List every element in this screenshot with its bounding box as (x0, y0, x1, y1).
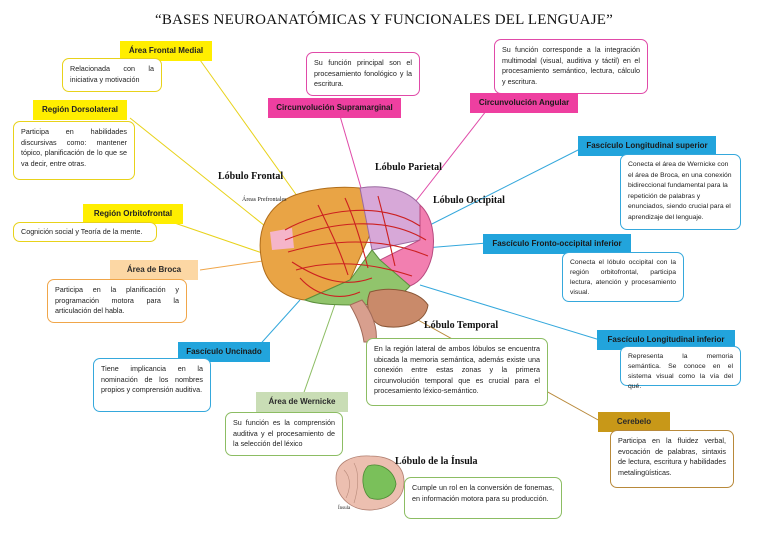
insula-brain (335, 455, 405, 511)
connector-wernicke (301, 289, 341, 399)
label-insula-small: Ínsula (338, 506, 351, 511)
label-cerebelo: Cerebelo (598, 412, 670, 432)
box-area-de-wernicke: Su función es la comprensión auditiva y … (225, 412, 343, 456)
brainstem (349, 299, 377, 343)
box-fasciculo-longitudinal-superior: Conecta el área de Wernicke con el área … (620, 154, 741, 230)
connector-angular (404, 105, 491, 216)
connector-dorsolateral (129, 117, 271, 231)
connector-frontal-medial (199, 59, 301, 201)
label-circunvolucion-angular: Circunvolución Angular (470, 93, 578, 113)
frontal-lobe (259, 186, 373, 301)
box-area-de-broca: Participa en la planificación y programa… (47, 279, 187, 323)
connector-uncinado (254, 299, 301, 351)
box-circunvolucion-angular: Su función corresponde a la integración … (494, 39, 648, 94)
label-region-orbitofrontal: Región Orbitofrontal (83, 204, 183, 224)
box-region-dorsolateral: Participa en habilidades discursivas com… (13, 121, 135, 180)
label-area-frontal-medial: Área Frontal Medial (120, 41, 212, 61)
connector-long-superior (419, 147, 583, 231)
box-fasciculo-longitudinal-inferior: Representa la memoria semántica. Se cono… (620, 346, 741, 390)
label-area-de-wernicke: Área de Wernicke (256, 392, 348, 412)
parietal-lobe (359, 186, 421, 251)
label-circunvolucion-supramarginal: Circunvolución Supramarginal (268, 98, 401, 118)
label-lobulo-occipital: Lóbulo Occipital (433, 195, 505, 206)
connector-orbitofrontal (159, 217, 269, 256)
box-area-frontal-medial: Relacionada con la iniciativa y motivaci… (62, 58, 162, 92)
box-circunvolucion-supramarginal: Su función principal son el procesamient… (306, 52, 420, 96)
cerebellum (367, 288, 429, 328)
label-fasciculo-longitudinal-inferior: Fascículo Longitudinal inferior (597, 330, 735, 350)
label-region-dorsolateral: Región Dorsolateral (33, 100, 127, 120)
label-fasciculo-uncinado: Fascículo Uncinado (178, 342, 270, 362)
label-lobulo-frontal: Lóbulo Frontal (218, 171, 284, 182)
box-lobulo-temporal: En la región lateral de ambos lóbulos se… (366, 338, 548, 406)
prefrontal-patch (270, 228, 294, 250)
label-lobulo-insula: Lóbulo de la Ínsula (395, 456, 478, 467)
box-region-orbitofrontal: Cognición social y Teoría de la mente. (13, 222, 157, 242)
label-fasciculo-longitudinal-superior: Fascículo Longitudinal superior (578, 136, 716, 156)
label-lobulo-parietal: Lóbulo Parietal (375, 162, 442, 173)
label-lobulo-temporal: Lóbulo Temporal (424, 320, 499, 331)
page-title: “BASES NEUROANATÓMICAS Y FUNCIONALES DEL… (155, 12, 613, 28)
fiber-tracts (284, 195, 429, 297)
box-fasciculo-uncinado: Tiene implicancia en la nominación de lo… (93, 358, 211, 412)
connector-long-inferior (419, 284, 601, 341)
box-cerebelo: Participa en la fluidez verbal, evocació… (610, 430, 734, 488)
label-areas-prefrontales: Áreas Prefrontales (242, 197, 287, 203)
brain-illustration (259, 186, 434, 511)
box-lobulo-insula: Cumple un rol en la conversión de fonema… (404, 477, 562, 519)
box-fasciculo-fronto-occipital: Conecta el lóbulo occipital con la regió… (562, 252, 684, 302)
label-area-de-broca: Área de Broca (110, 260, 198, 280)
label-fasciculo-fronto-occipital: Fascículo Fronto-occipital inferior (483, 234, 631, 254)
connector-fronto-occipital (424, 242, 488, 249)
